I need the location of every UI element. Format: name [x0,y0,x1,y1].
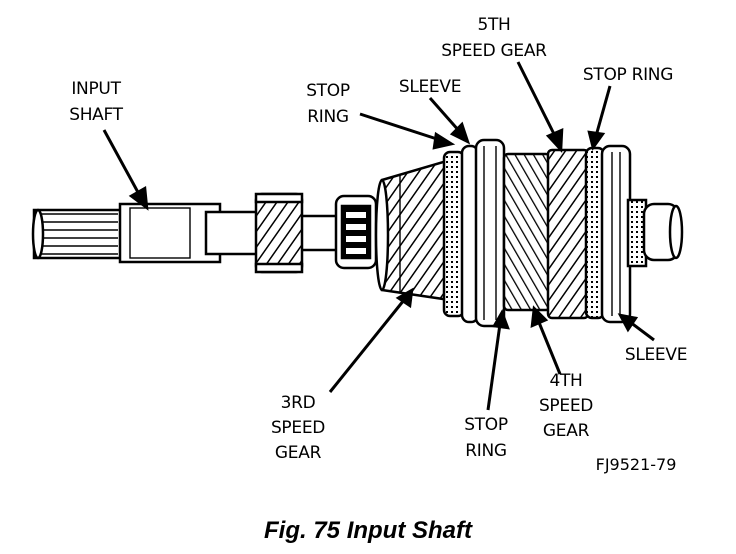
right-sleeve-drawing [600,144,632,324]
label-stop-ring-bottom-line2: RING [465,441,507,461]
label-third-gear-line3: GEAR [275,443,322,463]
labels: INPUT SHAFT STOP RING SLEEVE 5TH SPEED G… [69,15,687,474]
figure-caption: Fig. 75 Input Shaft [264,517,473,544]
third-gear-drawing [374,158,452,302]
fourth-gear-drawing [502,152,552,312]
input-spline [31,208,128,260]
label-input-shaft-line2: SHAFT [69,105,123,125]
label-fourth-gear-line1: 4TH [549,371,582,391]
shaft-body [118,202,354,264]
label-stop-ring-left-line2: RING [307,107,349,127]
label-third-gear-line1: 3RD [281,393,316,413]
label-input-shaft-line1: INPUT [71,79,121,99]
fifth-gear-drawing [546,148,590,320]
label-fourth-gear-line3: GEAR [543,421,590,441]
label-third-gear-line2: SPEED [271,418,325,438]
label-fifth-gear-line1: 5TH [477,15,510,35]
left-sleeve-drawing [460,138,506,328]
label-stop-ring-left-line1: STOP [306,81,350,101]
label-sleeve-lower: SLEEVE [625,345,687,365]
label-sleeve-upper: SLEEVE [399,77,461,97]
shaft-drawing [31,138,684,328]
output-stub [626,198,684,268]
label-fifth-gear-line2: SPEED GEAR [441,41,547,61]
label-stop-ring-bottom-line1: STOP [464,415,508,435]
figure-code: FJ9521-79 [596,455,677,474]
shaft-gear [254,192,304,274]
leader-lines [102,61,655,411]
needle-bearing [334,194,378,270]
label-stop-ring-right: STOP RING [583,65,673,85]
label-fourth-gear-line2: SPEED [539,396,593,416]
